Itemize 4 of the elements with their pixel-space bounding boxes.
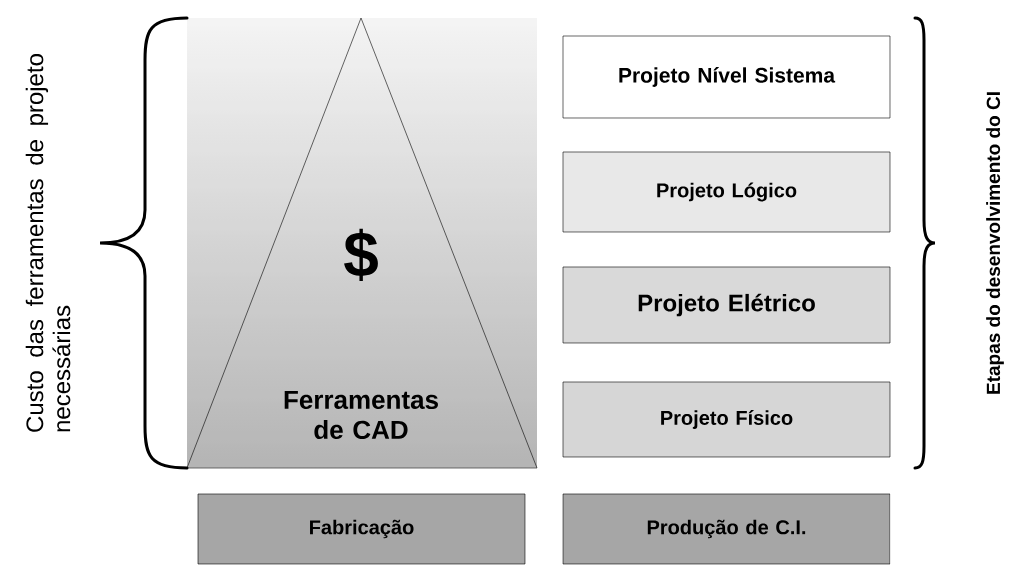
stage-box: Produção de C.I. (562, 493, 891, 565)
stage-box: Fabricação (197, 493, 526, 565)
axis-label: Custo das ferramentas de projeto necessárias (25, 54, 71, 432)
axis-label: Etapas do desenvolvimento do CI (986, 92, 1004, 394)
